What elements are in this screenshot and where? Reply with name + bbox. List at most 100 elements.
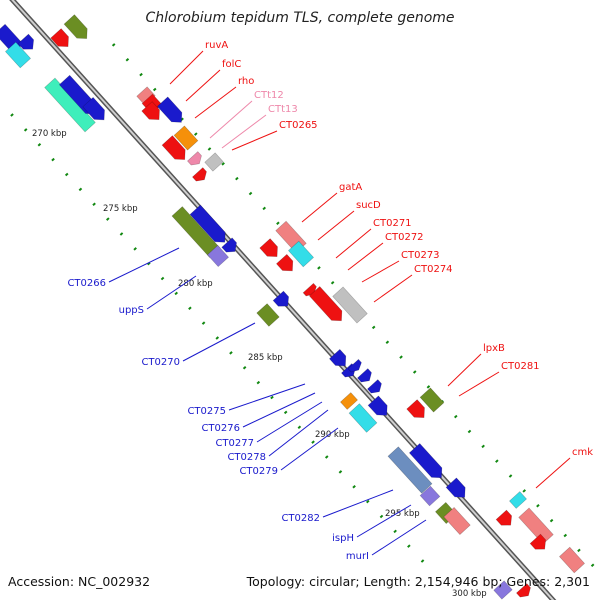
gene-label: CT0273 — [401, 250, 440, 261]
leader-line — [458, 371, 500, 397]
tick-mark — [393, 529, 397, 534]
tick-mark — [324, 455, 329, 459]
gene-arrow — [348, 403, 378, 433]
tick-mark — [242, 366, 247, 370]
tick-mark — [399, 355, 403, 359]
tick-mark — [426, 385, 431, 389]
tick-mark — [522, 489, 526, 493]
gene-arrow — [340, 392, 358, 410]
tick-mark — [235, 176, 239, 181]
tick-mark — [276, 221, 280, 226]
tick-mark — [412, 370, 417, 374]
gene-arrow — [259, 238, 278, 257]
leader-line — [447, 353, 482, 387]
gene-label: sucD — [356, 200, 381, 211]
leader-line — [268, 409, 329, 457]
gene-arrow — [256, 303, 280, 327]
leader-line — [221, 114, 267, 149]
leader-line — [317, 210, 355, 241]
leader-line — [301, 192, 338, 223]
gene-label: CT0277 — [215, 438, 254, 449]
gene-arrow — [187, 151, 202, 166]
leader-line — [231, 130, 278, 151]
gene-label: cmk — [572, 447, 593, 458]
gene-arrow — [357, 368, 372, 383]
tick-mark — [590, 563, 595, 568]
gene-label: gatA — [339, 182, 362, 193]
tick-mark — [51, 157, 55, 162]
tick-mark — [229, 351, 233, 355]
tick-mark — [495, 459, 499, 463]
tick-mark — [311, 440, 315, 444]
tick-mark — [454, 414, 458, 419]
tick-mark — [106, 217, 110, 221]
gene-arrow — [173, 125, 199, 151]
tick-mark — [338, 470, 343, 474]
gene-arrow — [287, 240, 315, 268]
gene-arrow — [141, 101, 160, 120]
gene-arrow — [529, 533, 546, 550]
kbp-tick-label: 290 kbp — [315, 430, 350, 440]
tick-mark — [371, 325, 376, 330]
leader-line — [146, 275, 197, 310]
gene-arrow — [192, 167, 207, 182]
tick-mark — [481, 444, 485, 449]
map-title: Chlorobium tepidum TLS, complete genome — [145, 10, 455, 26]
tick-mark — [10, 113, 14, 117]
gene-arrow — [332, 286, 368, 324]
leader-line — [322, 489, 394, 518]
tick-mark — [125, 57, 130, 62]
leader-line — [361, 260, 400, 283]
gene-arrow — [44, 77, 96, 133]
gene-label: CT0272 — [385, 232, 424, 243]
tick-mark — [420, 559, 425, 563]
leader-line — [209, 100, 253, 139]
gene-arrow — [367, 395, 388, 416]
tick-mark — [23, 128, 28, 132]
gene-label: CTt13 — [268, 104, 298, 115]
leader-line — [347, 242, 384, 271]
gene-arrow — [189, 204, 226, 243]
gene-label: folC — [222, 59, 241, 70]
leader-line — [242, 392, 316, 428]
tick-mark — [467, 429, 472, 434]
gene-arrow — [50, 28, 69, 47]
tick-mark — [92, 202, 96, 206]
kbp-tick-label: 275 kbp — [103, 204, 138, 214]
gene-label: uppS — [119, 305, 144, 316]
gene-arrow — [509, 491, 527, 509]
tick-mark — [194, 132, 198, 136]
gene-arrow — [419, 387, 445, 413]
leader-line — [535, 457, 571, 489]
tick-mark — [139, 72, 143, 77]
gene-arrow — [156, 96, 183, 123]
leader-line — [182, 322, 256, 362]
gene-label: CT0276 — [201, 423, 240, 434]
tick-mark — [330, 281, 335, 285]
gene-arrow — [445, 477, 466, 498]
tick-mark — [385, 340, 390, 344]
tick-mark — [221, 162, 225, 166]
gene-arrow — [276, 253, 294, 272]
tick-mark — [352, 484, 356, 489]
tick-mark — [577, 548, 581, 553]
leader-line — [169, 50, 204, 85]
gene-arrow — [493, 580, 513, 600]
gene-label: CT0281 — [501, 361, 540, 372]
gene-arrow — [207, 244, 229, 268]
gene-label: ispH — [332, 533, 354, 544]
leader-line — [371, 519, 427, 556]
leader-line — [280, 427, 339, 471]
tick-mark — [152, 87, 157, 92]
tick-mark — [64, 172, 69, 177]
leader-line — [373, 274, 413, 303]
gene-arrow — [329, 348, 347, 367]
gene-label: CT0274 — [414, 264, 453, 275]
gene-arrow — [4, 41, 32, 69]
leader-line — [335, 228, 372, 259]
leader-line — [185, 69, 221, 102]
gene-arrow — [308, 286, 343, 322]
gene-label: CT0275 — [187, 406, 226, 417]
tick-mark — [508, 474, 513, 478]
